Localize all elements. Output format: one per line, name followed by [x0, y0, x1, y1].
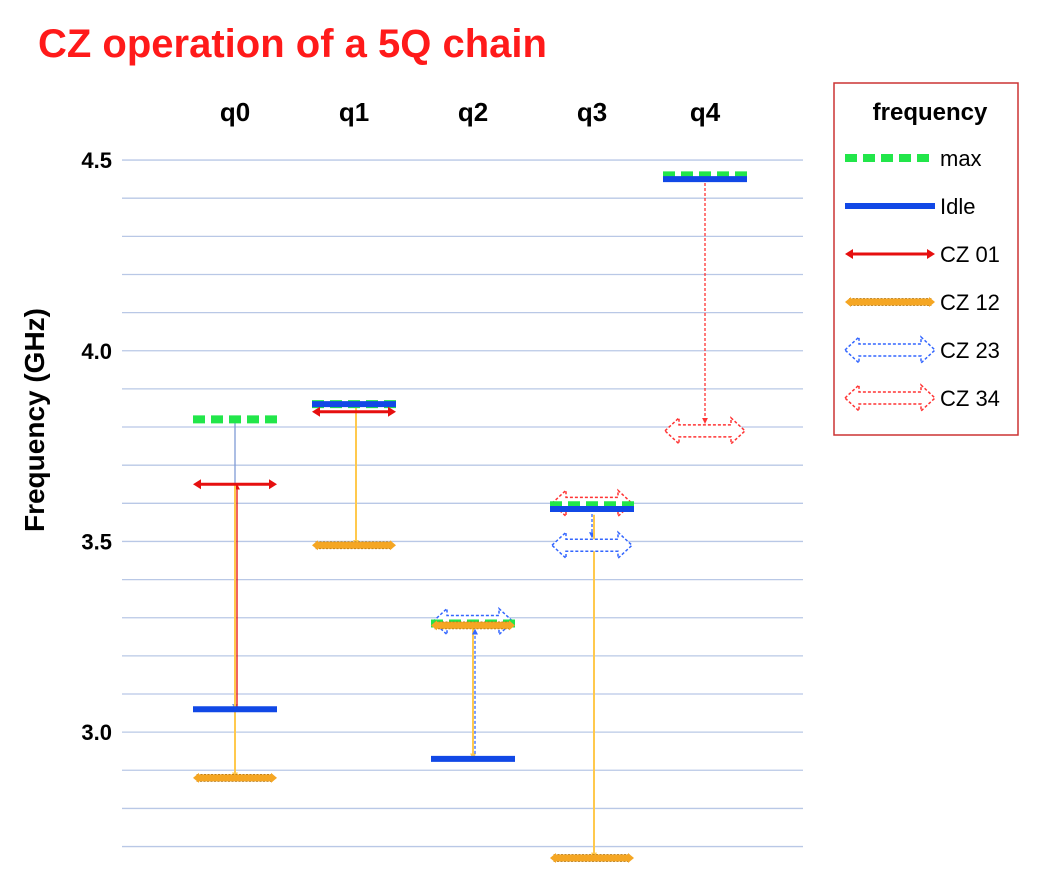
- chart-title: CZ operation of a 5Q chain: [38, 22, 547, 66]
- legend-swatch-cz01: [845, 249, 935, 259]
- level-q1-cz01: [312, 406, 396, 417]
- y-tick-label: 3.5: [81, 529, 112, 554]
- qubit-labels: q0 q1 q2 q3 q4: [220, 97, 721, 127]
- qubit-label-q0: q0: [220, 97, 250, 127]
- level-q4-cz34: [663, 416, 747, 446]
- level-q2-cz12: [431, 620, 515, 631]
- level-q3-cz12: [550, 853, 634, 863]
- legend-swatch-cz23: [843, 335, 937, 365]
- legend-title: frequency: [873, 99, 988, 126]
- qubit-label-q4: q4: [690, 97, 721, 127]
- y-axis-ticks: 4.5 4.0 3.5 3.0: [81, 148, 112, 745]
- frequency-levels: [193, 171, 747, 863]
- y-tick-label: 3.0: [81, 720, 112, 745]
- y-tick-label: 4.5: [81, 148, 112, 173]
- level-q0-cz01: [193, 479, 277, 490]
- qubit-label-q3: q3: [577, 97, 607, 127]
- legend-label-cz12: CZ 12: [940, 290, 1000, 315]
- legend-swatch-cz34: [843, 383, 937, 413]
- legend-label-max: max: [940, 146, 982, 171]
- grid-lines: [122, 159, 803, 848]
- level-q3-cz23: [550, 530, 634, 560]
- qubit-label-q2: q2: [458, 97, 488, 127]
- level-q1-cz12: [312, 540, 396, 551]
- y-tick-label: 4.0: [81, 339, 112, 364]
- level-q0-cz12: [193, 772, 277, 783]
- legend-swatch-cz12: [845, 297, 935, 307]
- transitions: [232, 182, 708, 859]
- y-axis-label: Frequency (GHz): [19, 308, 50, 532]
- legend-label-cz01: CZ 01: [940, 242, 1000, 267]
- legend-box: [833, 82, 1019, 436]
- legend-label-idle: Idle: [940, 194, 975, 219]
- legend-label-cz23: CZ 23: [940, 338, 1000, 363]
- legend-label-cz34: CZ 34: [940, 386, 1000, 411]
- qubit-label-q1: q1: [339, 97, 369, 127]
